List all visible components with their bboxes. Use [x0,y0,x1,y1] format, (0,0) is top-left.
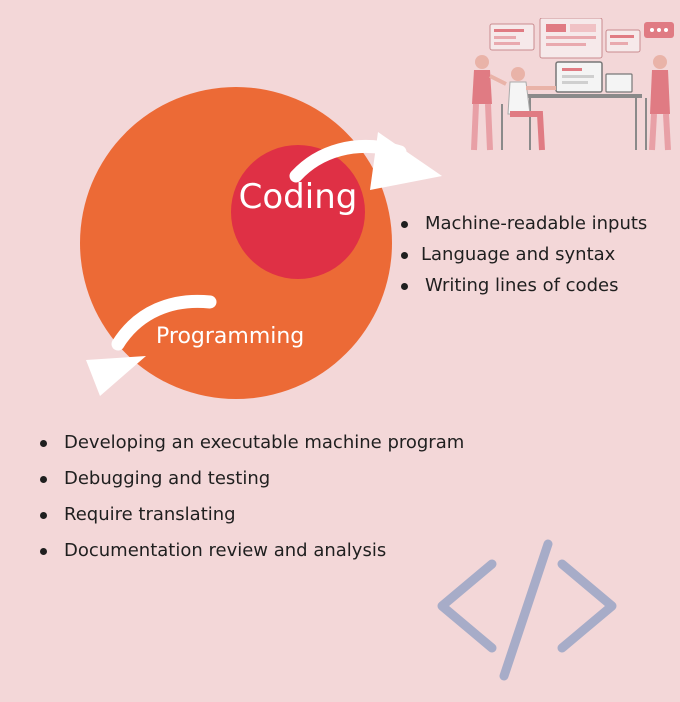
programming-point: Require translating [40,502,464,538]
developers-at-workstation-icon [471,18,674,151]
coding-point: Writing lines of codes [401,273,647,304]
programming-point: Debugging and testing [40,466,464,502]
coding-point: Language and syntax [401,242,647,273]
coding-label: Coding [238,177,358,217]
coding-arrow-icon [289,132,442,190]
coding-points-list: Machine-readable inputs Language and syn… [401,211,647,304]
code-tag-icon [437,539,617,681]
programming-point: Documentation review and analysis [40,538,464,574]
programming-point: Developing an executable machine program [40,430,464,466]
coding-point: Machine-readable inputs [401,211,647,242]
programming-points-list: Developing an executable machine program… [40,430,464,574]
programming-label: Programming [156,324,305,349]
programming-arrow-icon [86,294,217,396]
